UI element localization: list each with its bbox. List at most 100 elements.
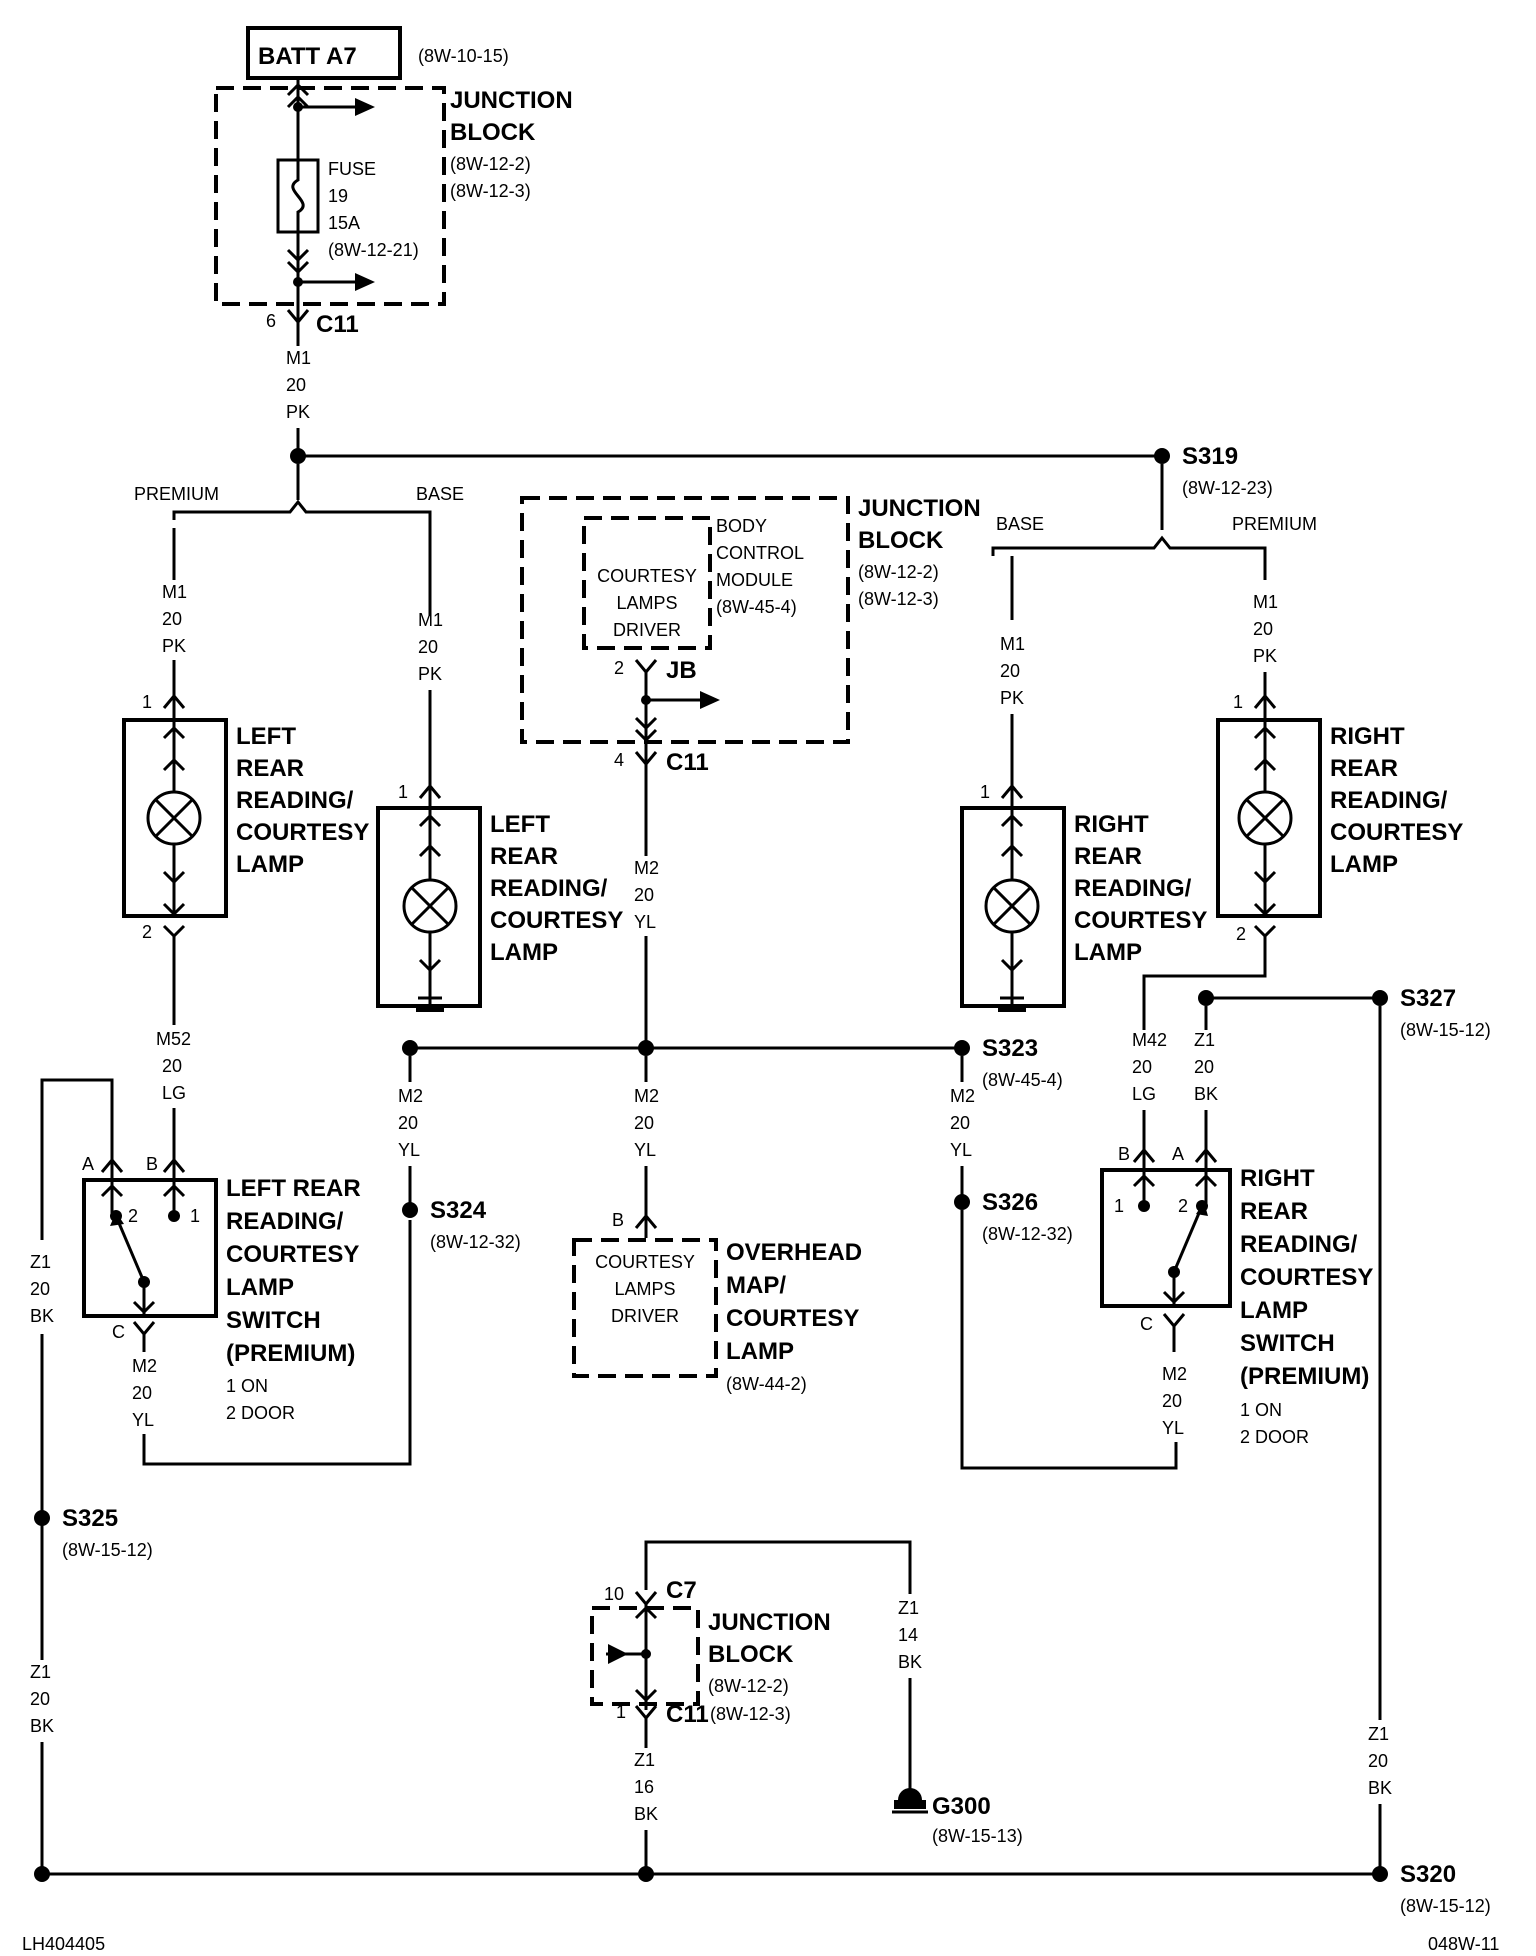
fuse-l4: (8W-12-21) bbox=[328, 240, 419, 260]
wire-z1-b: 20 bbox=[30, 1689, 50, 1709]
overhead-ref: (8W-44-2) bbox=[726, 1374, 807, 1394]
wire-m1-b: 20 bbox=[1000, 661, 1020, 681]
wire-m2-b: 20 bbox=[634, 1113, 654, 1133]
wire-z1-14-b: 14 bbox=[898, 1625, 918, 1645]
wire-m2-b: 20 bbox=[1162, 1391, 1182, 1411]
wire-z1-b: 20 bbox=[1194, 1057, 1214, 1077]
right-premium-label: PREMIUM bbox=[1232, 514, 1317, 534]
wire-m1-a: M1 bbox=[1253, 592, 1278, 612]
bcm-courtesy-driver bbox=[582, 516, 712, 650]
bcm-l3: MODULE bbox=[716, 570, 793, 590]
wire-z1-a: Z1 bbox=[1194, 1030, 1215, 1050]
bcm-in2: LAMPS bbox=[616, 593, 677, 613]
g300-name: G300 bbox=[932, 1793, 991, 1820]
c11-top-name: C11 bbox=[316, 311, 359, 338]
wire-z1-c: BK bbox=[1368, 1778, 1392, 1798]
left-base-lamp-l1: LEFT bbox=[490, 811, 550, 838]
right-base-lamp-l3: READING/ bbox=[1074, 875, 1192, 902]
right-base-lamp-l4: COURTESY bbox=[1074, 907, 1207, 934]
right-switch-l3: READING/ bbox=[1240, 1231, 1358, 1258]
jb-top-ref1: (8W-12-2) bbox=[450, 154, 531, 174]
wire-z1-a: Z1 bbox=[30, 1252, 51, 1272]
overhead-l3: COURTESY bbox=[726, 1305, 859, 1332]
overhead-l2: MAP/ bbox=[726, 1272, 786, 1299]
bcm-in1: COURTESY bbox=[597, 566, 697, 586]
right-switch-l4: COURTESY bbox=[1240, 1264, 1373, 1291]
wire-z1-b: 20 bbox=[1368, 1751, 1388, 1771]
right-base-label: BASE bbox=[996, 514, 1044, 534]
wire-m1-b: 20 bbox=[286, 375, 306, 395]
wire-m2-a: M2 bbox=[132, 1356, 157, 1376]
right-base-lamp-l1: RIGHT bbox=[1074, 811, 1149, 838]
left-premium-label: PREMIUM bbox=[134, 484, 219, 504]
jb-bottom-c11: C11 bbox=[666, 1701, 709, 1728]
left-premium-lamp-l4: COURTESY bbox=[236, 819, 369, 846]
right-base-lamp-l2: REAR bbox=[1074, 843, 1142, 870]
c11-mid-name: C11 bbox=[666, 749, 709, 776]
wire-m42-a: M42 bbox=[1132, 1030, 1167, 1050]
s323-name: S323 bbox=[982, 1035, 1038, 1062]
left-premium-lamp-l2: REAR bbox=[236, 755, 304, 782]
wire-m1-b: 20 bbox=[162, 609, 182, 629]
right-switch-l1: RIGHT bbox=[1240, 1165, 1315, 1192]
right-premium-lamp-l4: COURTESY bbox=[1330, 819, 1463, 846]
wire-m1-b: 20 bbox=[418, 637, 438, 657]
jb-top-title1: JUNCTION bbox=[450, 87, 573, 114]
jb-bottom-pin10: 10 bbox=[604, 1584, 624, 1604]
jb-mid-title2: BLOCK bbox=[858, 527, 944, 554]
s320-name: S320 bbox=[1400, 1861, 1456, 1888]
wire-z1-c: BK bbox=[30, 1716, 54, 1736]
left-switch-l3: COURTESY bbox=[226, 1241, 359, 1268]
wire-m1-a: M1 bbox=[418, 610, 443, 630]
footer-right: 048W-11 bbox=[1428, 1934, 1499, 1954]
wire-m2-a: M2 bbox=[950, 1086, 975, 1106]
right-premium-lamp-l3: READING/ bbox=[1330, 787, 1448, 814]
c11-top-pin: 6 bbox=[266, 311, 276, 331]
right-premium-lamp-l5: LAMP bbox=[1330, 851, 1398, 878]
wire-m2-a: M2 bbox=[398, 1086, 423, 1106]
right-premium-lamp-box bbox=[1216, 718, 1322, 918]
left-base-lamp-l2: REAR bbox=[490, 843, 558, 870]
pin-2: 2 bbox=[142, 922, 152, 942]
wire-z1-16-c: BK bbox=[634, 1804, 658, 1824]
junction-block-top bbox=[214, 86, 446, 306]
overhead-in1: COURTESY bbox=[595, 1252, 695, 1272]
wire-m1-a: M1 bbox=[1000, 634, 1025, 654]
s319-name: S319 bbox=[1182, 443, 1238, 470]
left-switch-n1: 1 ON bbox=[226, 1376, 268, 1396]
right-premium-lamp-l1: RIGHT bbox=[1330, 723, 1405, 750]
jb-mid-title1: JUNCTION bbox=[858, 495, 981, 522]
jb-conn-pin: 2 bbox=[614, 658, 624, 678]
left-switch-pin2: 2 bbox=[128, 1206, 138, 1226]
wire-z1-16-a: Z1 bbox=[634, 1750, 655, 1770]
pin-B: B bbox=[146, 1154, 158, 1174]
right-switch-l7: (PREMIUM) bbox=[1240, 1363, 1369, 1390]
s323-ref: (8W-45-4) bbox=[982, 1070, 1063, 1090]
wire-m2-a: M2 bbox=[1162, 1364, 1187, 1384]
left-switch-pin1: 1 bbox=[190, 1206, 200, 1226]
right-switch-pin1: 1 bbox=[1114, 1196, 1124, 1216]
wire-m2-c: YL bbox=[634, 1140, 656, 1160]
bcm-in3: DRIVER bbox=[613, 620, 681, 640]
wire-m52-a: M52 bbox=[156, 1029, 191, 1049]
left-switch-l1: LEFT REAR bbox=[226, 1175, 361, 1202]
bcm-l2: CONTROL bbox=[716, 543, 804, 563]
wire-z1-c: BK bbox=[1194, 1084, 1218, 1104]
s327-name: S327 bbox=[1400, 985, 1456, 1012]
wire-m2-c: YL bbox=[132, 1410, 154, 1430]
jb-bottom-pin1: 1 bbox=[616, 1702, 626, 1722]
left-switch-n2: 2 DOOR bbox=[226, 1403, 295, 1423]
wire-m52-c: LG bbox=[162, 1083, 186, 1103]
wire-m2-c: YL bbox=[950, 1140, 972, 1160]
overhead-in2: LAMPS bbox=[614, 1279, 675, 1299]
batt-ref: (8W-10-15) bbox=[418, 46, 509, 66]
wire-m1-c: PK bbox=[1253, 646, 1277, 666]
s327-ref: (8W-15-12) bbox=[1400, 1020, 1491, 1040]
c11-mid-pin: 4 bbox=[614, 750, 624, 770]
wire-m1-c: PK bbox=[162, 636, 186, 656]
overhead-pin: B bbox=[612, 1210, 624, 1230]
wire-m1-b: 20 bbox=[1253, 619, 1273, 639]
pin-C: C bbox=[112, 1322, 125, 1342]
left-switch-l6: (PREMIUM) bbox=[226, 1340, 355, 1367]
jb-mid-ref1: (8W-12-2) bbox=[858, 562, 939, 582]
